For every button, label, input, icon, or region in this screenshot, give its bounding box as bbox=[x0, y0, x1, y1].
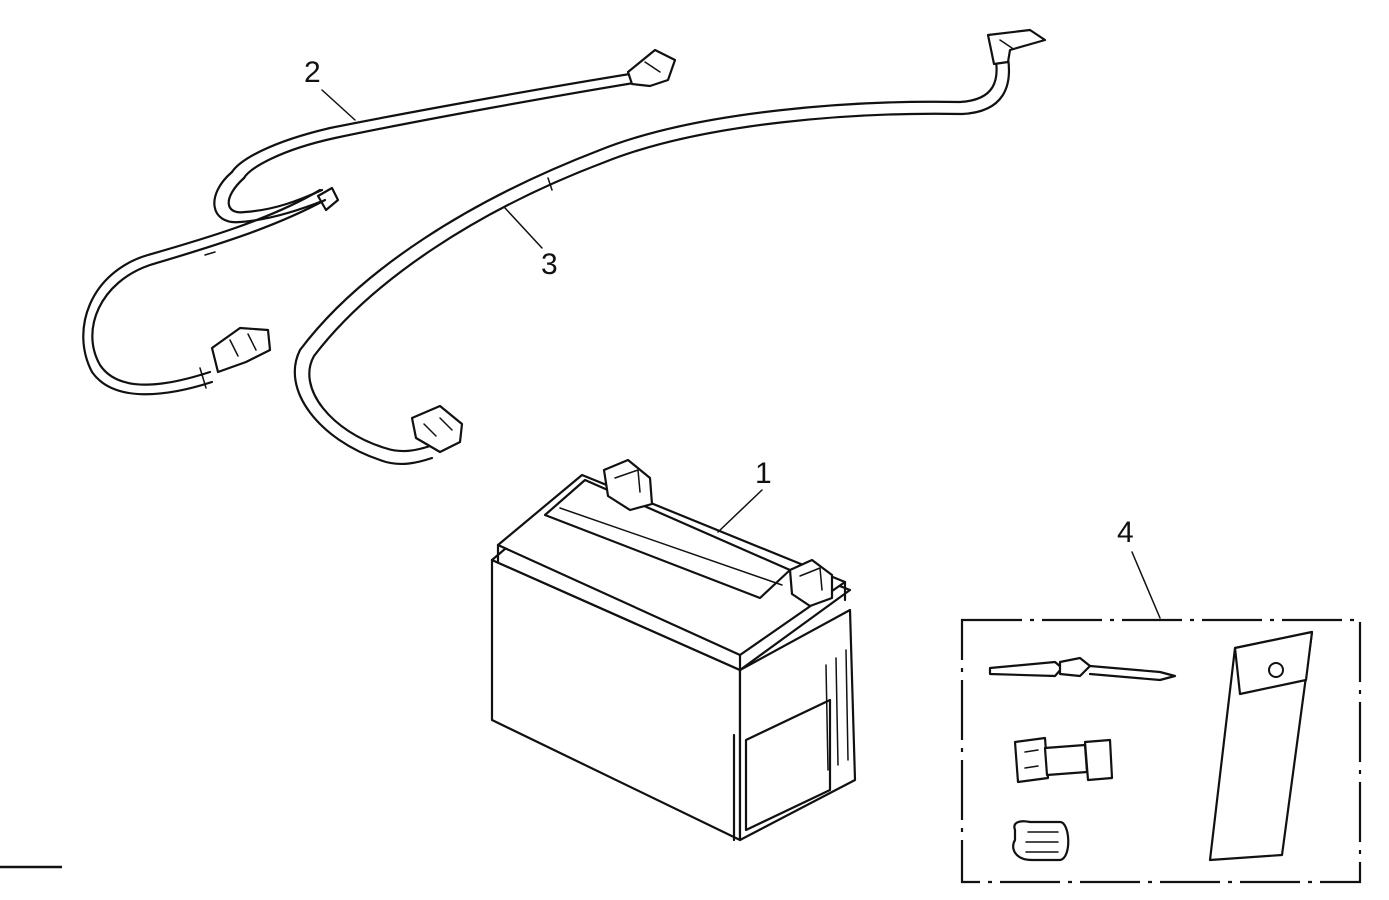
wrench-icon bbox=[1013, 736, 1114, 784]
svg-text:1: 1 bbox=[755, 457, 772, 490]
callout-4: 4 bbox=[1117, 516, 1161, 619]
pouch-icon bbox=[1208, 630, 1314, 862]
cloth-icon bbox=[1012, 820, 1070, 862]
cable-2[interactable] bbox=[82, 48, 677, 396]
cable-3[interactable] bbox=[293, 28, 1047, 466]
battery[interactable] bbox=[490, 458, 857, 842]
svg-text:2: 2 bbox=[304, 56, 321, 89]
svg-text:4: 4 bbox=[1117, 516, 1134, 549]
callout-2: 2 bbox=[304, 56, 356, 121]
tool-kit[interactable] bbox=[960, 618, 1362, 884]
screwdriver-icon bbox=[988, 656, 1177, 682]
callout-1: 1 bbox=[717, 457, 772, 533]
svg-text:3: 3 bbox=[541, 248, 558, 281]
callout-3: 3 bbox=[504, 207, 558, 281]
